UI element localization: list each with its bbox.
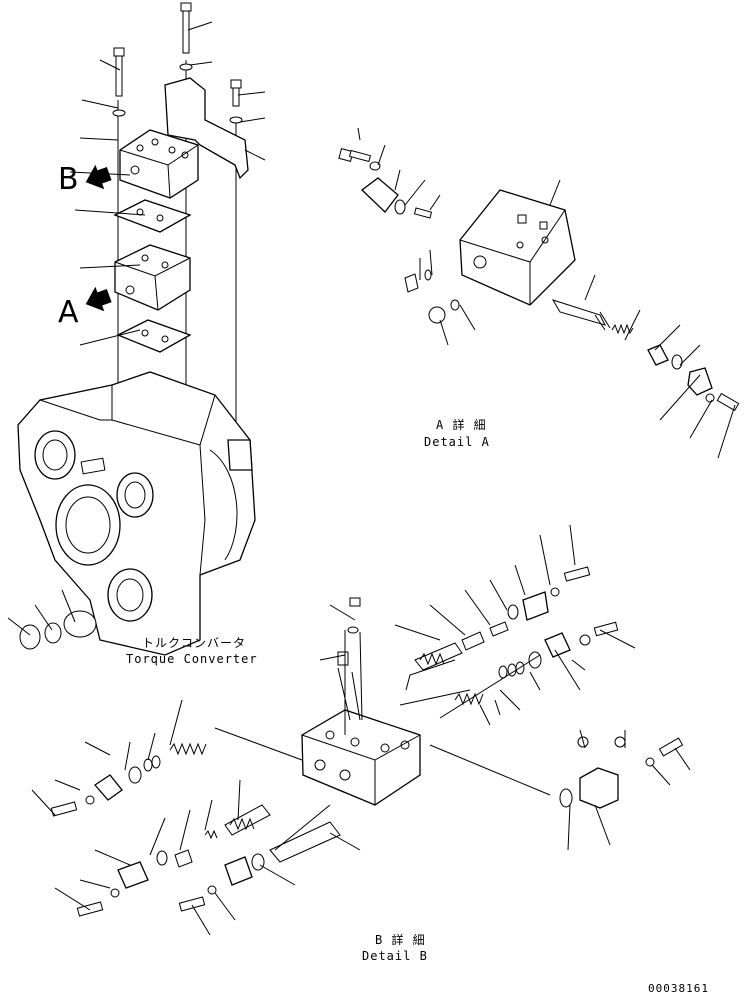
bolt-top-left: [112, 47, 126, 117]
torque-converter-label-en: Torque Converter: [126, 652, 258, 666]
detail-b-label-en: Detail B: [362, 949, 428, 963]
arrow-view-b: [85, 164, 112, 190]
gasket-lower: [116, 319, 192, 353]
detail-b-label-jp: B 詳 細: [375, 933, 426, 947]
gasket-upper: [113, 199, 192, 233]
view-a-marker: A: [58, 295, 79, 330]
seal-ring-2: [44, 622, 62, 644]
bracket: [164, 77, 249, 180]
valve-a-assembly: [114, 244, 191, 311]
view-b-marker: B: [58, 162, 79, 197]
torque-converter-label-jp: トルクコンバータ: [142, 636, 247, 650]
detail-a-label-jp: A 詳 細: [436, 418, 487, 432]
transmission-housing: [17, 371, 256, 656]
detail-b-assembly: [31, 524, 691, 936]
detail-a-label-en: Detail A: [424, 435, 490, 449]
seal-ring-1: [19, 624, 41, 650]
valve-b-assembly: [119, 129, 199, 199]
arrow-view-a: [85, 286, 112, 312]
detail-a-assembly: [338, 127, 740, 459]
main-assembly: [7, 2, 266, 656]
bolt-top-center: [179, 2, 193, 71]
bolt-top-right: [229, 79, 243, 124]
o-ring-housing: [63, 610, 97, 638]
drawing-number: 00038161: [648, 982, 709, 995]
